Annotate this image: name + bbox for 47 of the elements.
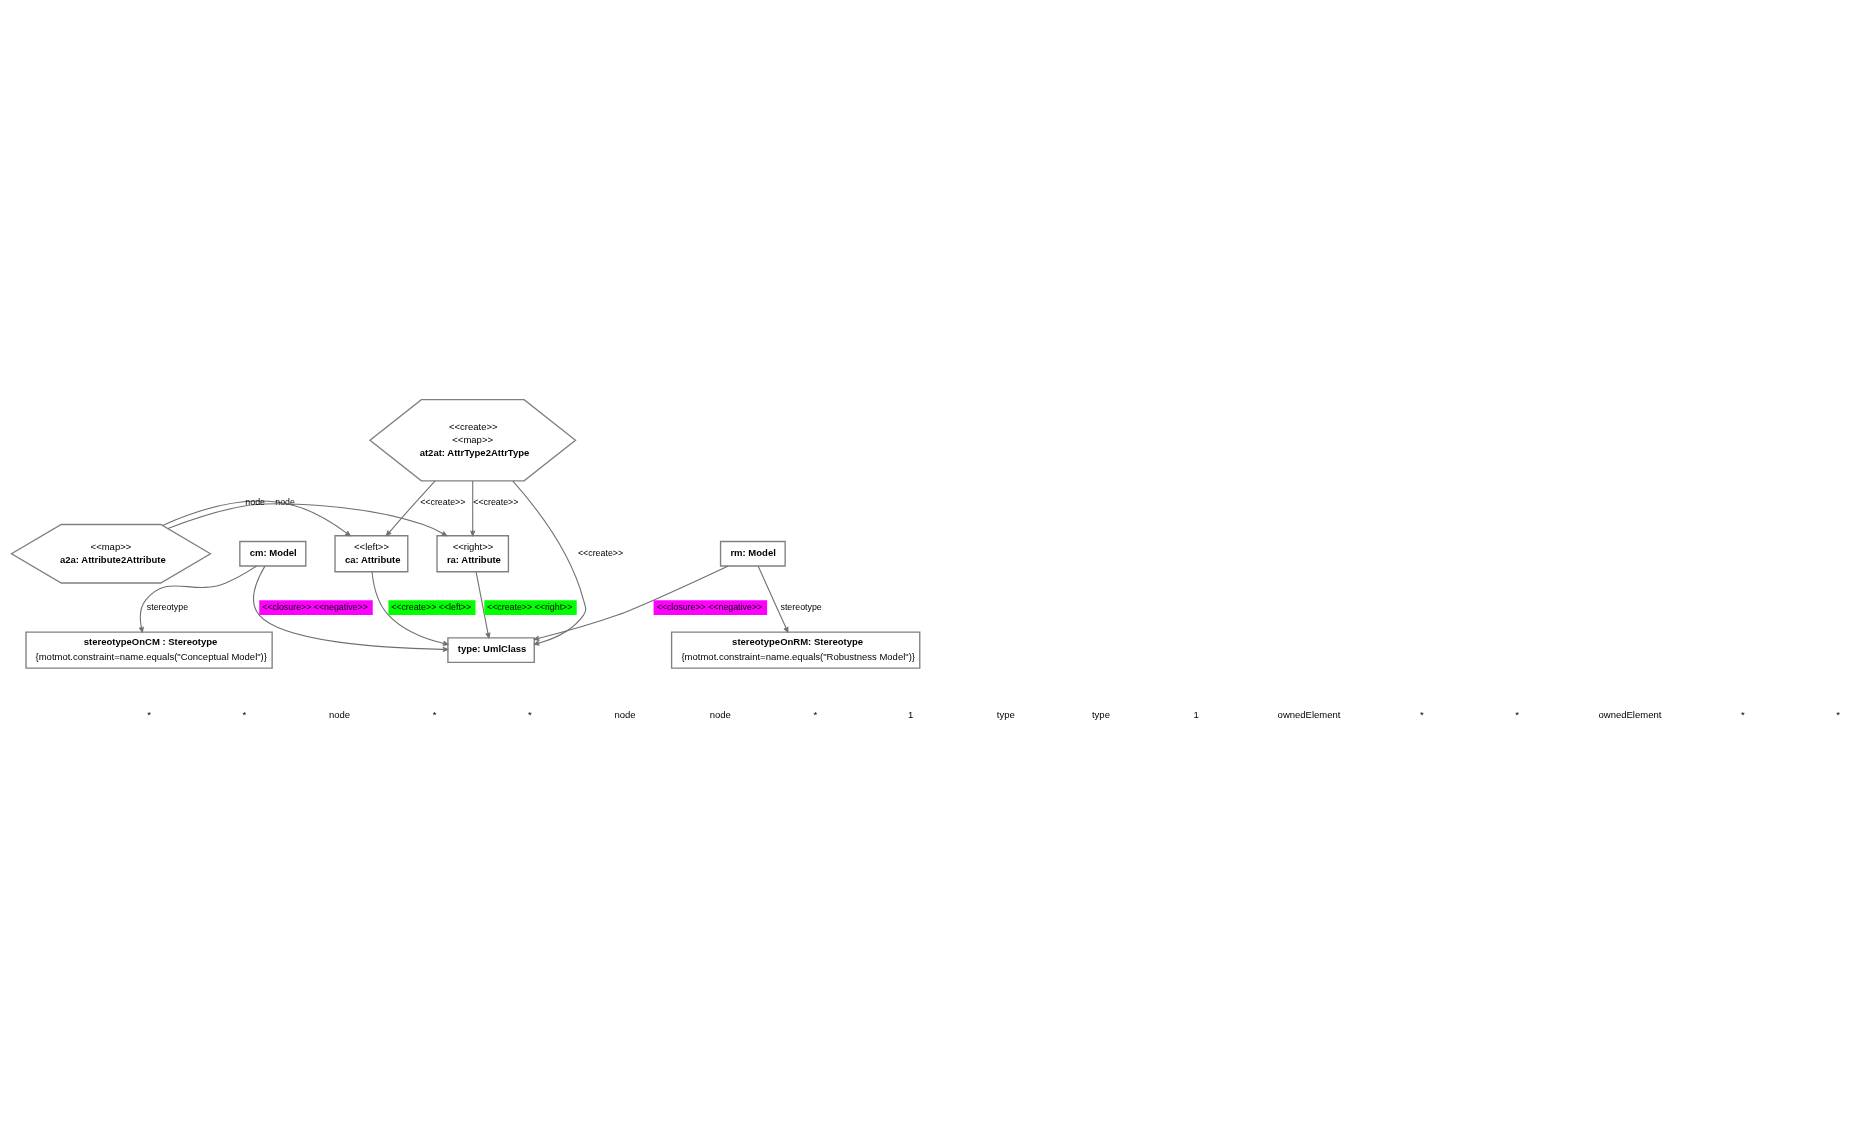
label: node [709, 708, 731, 720]
arrow [470, 480, 476, 537]
node-box: cm: Model [239, 540, 307, 567]
label: type [1091, 708, 1110, 720]
edge-label: <<create>> [473, 496, 519, 507]
label: * [147, 708, 151, 720]
node-box: rm: Model [719, 540, 786, 567]
label: * [432, 708, 437, 720]
arrow [512, 480, 587, 646]
label: type [996, 708, 1015, 720]
arrow [371, 571, 449, 646]
label: * [1836, 708, 1840, 720]
arrow [385, 480, 436, 537]
node-box: stereotypeOnRM: Stereotype {motmot.constraint=name.equals("Robustness Model")} [670, 631, 921, 669]
arrow [162, 500, 351, 537]
label: * [242, 708, 247, 720]
node-box: <<right>> ra: Attribute [436, 535, 510, 573]
label: * [527, 708, 532, 720]
label: * [1420, 708, 1424, 720]
edge-label: <<create>> <<left>> [391, 601, 472, 612]
label: 1 [907, 708, 914, 720]
node-box: <<left>> ca: Attribute [334, 535, 409, 573]
label: 1 [1193, 708, 1199, 720]
arrow [167, 503, 448, 537]
arrow [757, 565, 789, 633]
label: ownedElement [1277, 708, 1341, 720]
edge-label: <<create>> <<right>> [487, 601, 573, 612]
node-box: type: UmlClass [447, 637, 535, 664]
arrow [475, 571, 491, 639]
label: * [1740, 708, 1745, 720]
edge-label: node [275, 496, 295, 507]
edge-label: <<closure>> <<negative>> [262, 601, 368, 612]
label: * [813, 708, 818, 720]
edge-label: stereotype [780, 601, 822, 612]
edge-label: <<create>> [420, 496, 466, 507]
label: * [1515, 708, 1519, 720]
edge-label: <<closure>> <<negative>> [656, 601, 763, 612]
arrow [533, 565, 729, 641]
label: node [614, 708, 636, 720]
node-box: stereotypeOnCM : Stereotype {motmot.constraint=name.equals("Conceptual Model")} [25, 631, 273, 669]
label: ownedElement [1598, 708, 1662, 720]
edge-label: <<create>> [577, 548, 624, 559]
arrow [138, 565, 258, 633]
label: node [328, 708, 351, 720]
edge-label: stereotype [146, 601, 189, 612]
edge-label: node [245, 496, 265, 507]
arrow [253, 565, 449, 653]
